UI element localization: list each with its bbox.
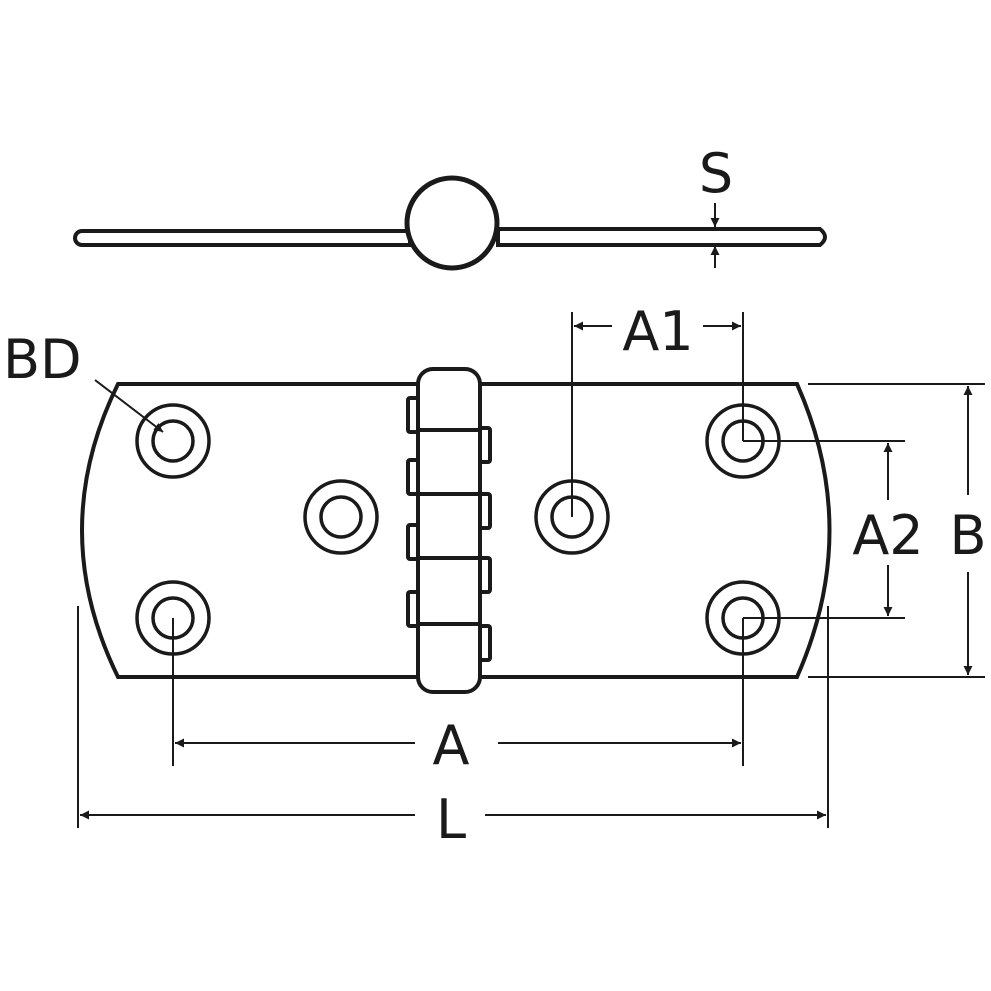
knuckle-barrel — [416, 367, 482, 694]
thickness-label: S — [699, 142, 733, 205]
a2-label: A2 — [852, 504, 923, 567]
side-view — [73, 175, 827, 271]
side-view-knuckle — [404, 175, 500, 271]
width-label: B — [949, 504, 986, 567]
dimension-lines — [77, 312, 985, 828]
length-label: L — [436, 788, 466, 851]
screw-hole-center-left — [303, 479, 379, 555]
side-view-leaf-left — [73, 229, 412, 247]
bore-diameter-leader — [94, 379, 164, 433]
hinge-knuckle — [406, 367, 492, 694]
side-view-leaf-right — [496, 227, 827, 247]
screw-hole-top-left — [135, 403, 211, 479]
bore-diameter-label: BD — [3, 328, 82, 391]
a-label: A — [433, 714, 470, 777]
a1-label: A1 — [622, 300, 693, 363]
